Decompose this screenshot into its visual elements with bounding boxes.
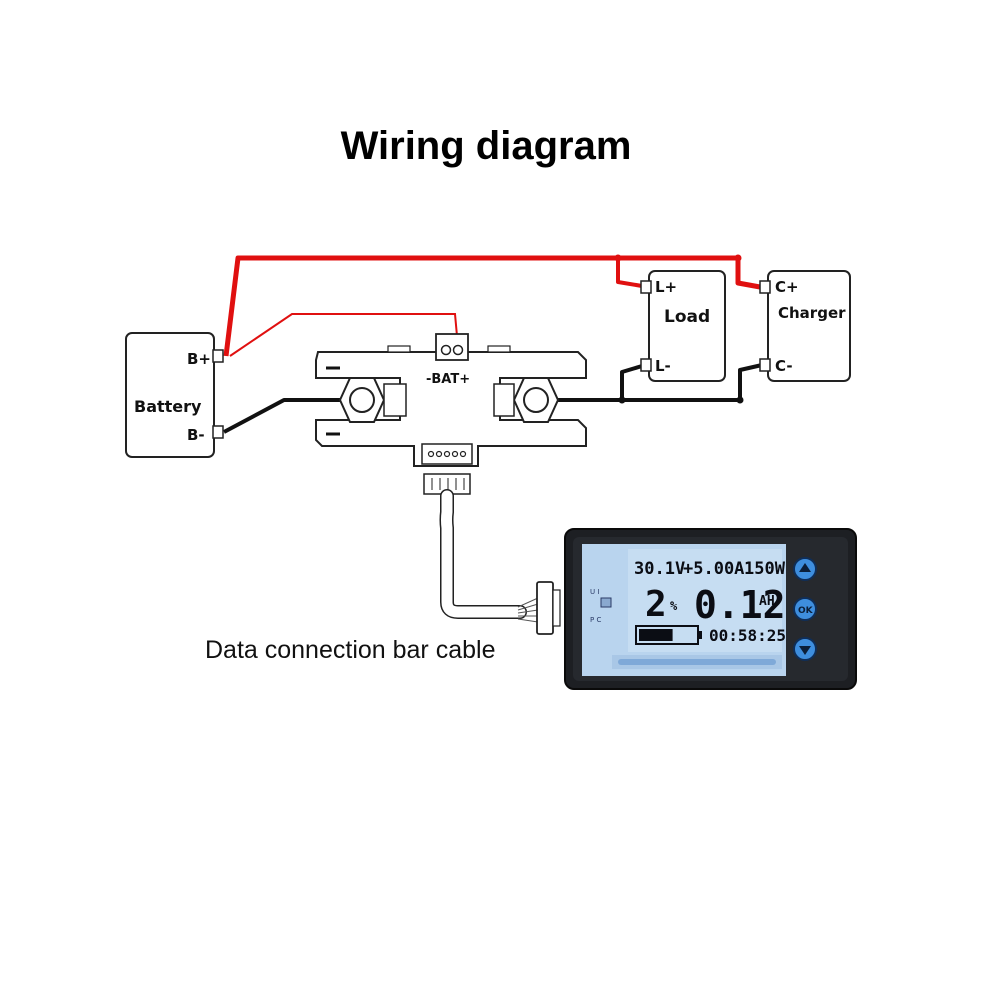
bolt-base-icon — [493, 383, 515, 417]
shunt-sense-wire — [229, 313, 459, 357]
battery-negative-wire — [223, 398, 358, 434]
shunt-bolt-right — [493, 377, 560, 423]
charger-positive-terminal — [759, 280, 771, 294]
bolt-head-icon — [349, 387, 375, 413]
mode-switch[interactable] — [600, 597, 612, 608]
battery-block: B+ Battery B- — [125, 332, 224, 458]
battery-negative-terminal — [212, 425, 224, 439]
screen-caption-blur — [618, 659, 776, 665]
load-label: Load — [664, 307, 710, 327]
power-readout: 150W — [744, 559, 786, 579]
battery-level-fill — [639, 629, 673, 641]
cable-plug-bottom — [536, 581, 554, 635]
down-button[interactable] — [793, 637, 817, 661]
charger-label: Charger — [778, 304, 846, 322]
capacity-readout: 0.12 — [694, 583, 786, 627]
ok-button-label: OK — [798, 606, 814, 616]
shunt-board: -BAT+ — [315, 333, 587, 467]
bolt-head-icon — [523, 387, 549, 413]
cable-wires-fanout — [517, 597, 539, 623]
charger-negative-wire — [738, 363, 763, 400]
battery-positive-label: B+ — [187, 350, 211, 368]
shunt-bolt-left — [338, 377, 407, 423]
load-positive-label: L+ — [655, 278, 677, 296]
negative-wires — [223, 363, 763, 434]
shunt-slot-1 — [387, 345, 411, 353]
load-positive-wire — [616, 258, 643, 288]
monitor-switch-top-label: U I — [590, 588, 599, 596]
charger-block: C+ Charger C- — [759, 270, 851, 382]
junction-dot-red-1 — [614, 254, 622, 262]
cable-caption: Data connection bar cable — [205, 636, 496, 664]
battery-box — [125, 332, 215, 458]
up-arrow-icon — [799, 563, 811, 572]
battery-level-tip — [698, 631, 702, 639]
data-cable — [423, 473, 561, 635]
percent-unit: % — [670, 599, 678, 613]
battery-negative-label: B- — [187, 426, 205, 444]
load-positive-terminal — [640, 280, 652, 294]
load-negative-wire — [620, 364, 643, 400]
capacity-unit: AH — [759, 594, 775, 609]
voltage-readout: 30.1V — [634, 559, 685, 579]
bolt-base-icon — [383, 383, 407, 417]
ok-button[interactable]: OK — [793, 597, 817, 621]
up-button[interactable] — [793, 557, 817, 581]
battery-monitor-device: U I P C 30.1V +5.00A 150W 2 % 0.12 AH 00… — [564, 528, 857, 690]
charger-positive-label: C+ — [775, 278, 799, 296]
junction-dot-red-2 — [734, 254, 742, 262]
junction-dot-black-1 — [618, 396, 626, 404]
percent-readout: 2 — [645, 584, 667, 625]
terminal-screw-icon — [452, 344, 464, 356]
shunt-data-port — [421, 443, 473, 465]
monitor-switch-bottom-label: P C — [590, 616, 601, 624]
battery-positive-terminal — [212, 349, 224, 363]
down-arrow-icon — [799, 646, 811, 655]
cable-body — [439, 489, 527, 619]
cable-body-inner — [441, 490, 526, 618]
load-box — [648, 270, 726, 382]
shunt-terminal-block — [435, 333, 469, 361]
diagram-title: Wiring diagram — [340, 124, 632, 168]
load-negative-label: L- — [655, 357, 671, 375]
positive-wires — [223, 254, 761, 357]
current-readout: +5.00A — [683, 559, 744, 579]
battery-level-icon — [635, 625, 702, 645]
terminal-screw-icon — [440, 344, 452, 356]
charger-negative-label: C- — [775, 357, 793, 375]
cable-plug-latch — [552, 589, 561, 627]
battery-label: Battery — [134, 397, 202, 416]
junction-dot-black-2 — [736, 396, 744, 404]
shunt-slot-2 — [487, 345, 511, 353]
port-pins — [427, 450, 467, 458]
elapsed-time-readout: 00:58:25 — [709, 626, 786, 645]
load-block: L+ Load L- — [640, 270, 726, 382]
shunt-terminal-label: -BAT+ — [426, 372, 470, 387]
charger-box — [767, 270, 851, 382]
charger-negative-terminal — [759, 358, 771, 372]
load-negative-terminal — [640, 358, 652, 372]
